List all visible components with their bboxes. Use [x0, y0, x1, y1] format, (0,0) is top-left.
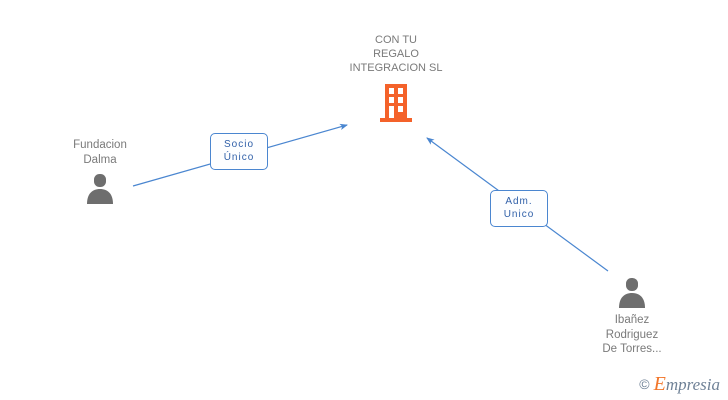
relationship-label-adm-unico[interactable]: Adm. Unico — [490, 190, 548, 227]
relationship-label-socio-unico[interactable]: Socio Único — [210, 133, 268, 170]
brand-rest: mpresia — [665, 375, 720, 394]
brand-wordmark: Empresia — [654, 374, 720, 394]
person-node-fundacion-dalma[interactable]: Fundacion Dalma — [35, 138, 165, 205]
building-icon — [380, 84, 412, 122]
company-name: CON TU REGALO INTEGRACION SL — [349, 34, 443, 74]
company-node[interactable]: CON TU REGALO INTEGRACION SL — [326, 33, 466, 125]
person-icon — [87, 174, 113, 204]
person-name-fundacion-dalma: Fundacion Dalma — [73, 139, 127, 166]
watermark: © Empresia — [639, 374, 720, 394]
person-node-ibanez-rodriguez-de-torres[interactable]: Ibañez Rodriguez De Torres... — [567, 275, 697, 357]
person-name-ibanez-rodriguez-de-torres: Ibañez Rodriguez De Torres... — [602, 314, 662, 355]
brand-initial: E — [653, 373, 666, 395]
person-icon — [619, 278, 645, 308]
copyright-icon: © — [639, 376, 650, 392]
